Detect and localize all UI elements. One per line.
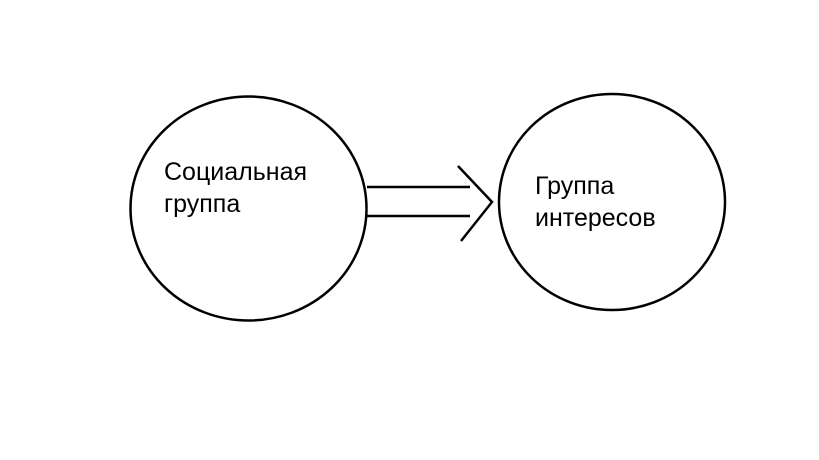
social-group-label: Социальная группа [164, 156, 307, 220]
double-arrow [367, 165, 494, 242]
interest-group-label-line-2: интересов [535, 204, 656, 232]
interest-group-circle [497, 92, 727, 312]
social-group-label-line-1: Социальная [164, 158, 308, 186]
interest-group-label: Группа интересов [535, 170, 656, 234]
arrow-head [457, 165, 494, 242]
social-group-label-line-2: группа [164, 190, 241, 218]
social-group-circle [129, 95, 368, 322]
interest-group-label-line-1: Группа [535, 172, 615, 200]
